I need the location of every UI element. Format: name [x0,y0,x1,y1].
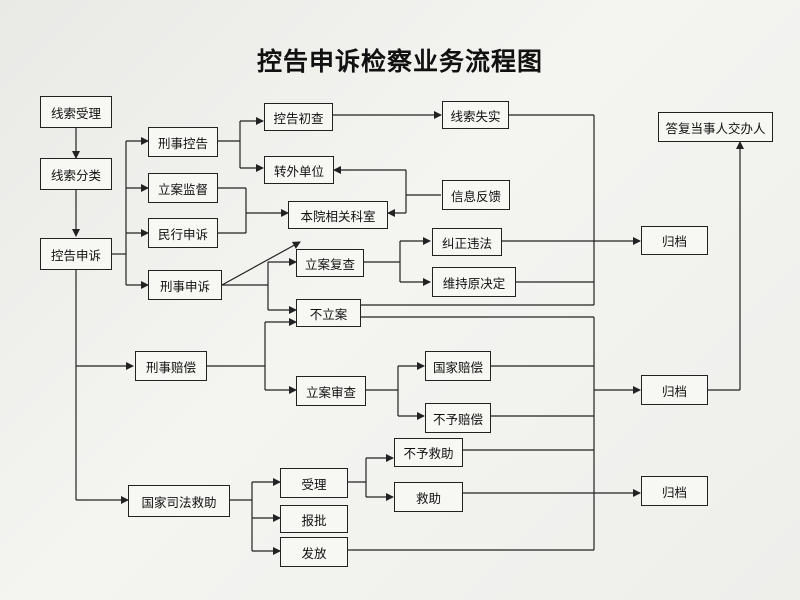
node-minxing-shensu: 民行申诉 [148,218,218,248]
node-konggao-shensu: 控告申诉 [40,238,112,270]
node-bu-lian: 不立案 [296,299,361,327]
node-xingshi-peichang: 刑事赔偿 [135,351,207,381]
page-title: 控告申诉检察业务流程图 [256,47,543,76]
node-buyu-jiuzhu: 不予救助 [394,438,463,467]
node-xiansuo-shishi: 线索失实 [442,101,509,129]
node-shouli: 受理 [280,468,348,498]
node-jiuzhu: 救助 [394,482,463,512]
node-baopi: 报批 [280,505,348,533]
node-konggao-chucha: 控告初查 [264,103,333,131]
node-guojia-sifa-jiuzhu: 国家司法救助 [128,485,230,517]
node-xingshi-shensu: 刑事申诉 [148,270,222,300]
node-weichi-yuan-jueding: 维持原决定 [432,267,516,297]
node-lian-shencha: 立案审查 [296,376,366,406]
node-buyu-peichang: 不予赔偿 [425,403,491,433]
node-lian-jiandu: 立案监督 [148,173,218,203]
node-jiuzheng-weifa: 纠正违法 [432,228,502,256]
node-lian-fucha: 立案复查 [296,249,364,277]
node-guidang-1: 归档 [641,226,708,255]
node-xinxi-fankui: 信息反馈 [442,180,510,210]
node-xiansuo-shouli: 线索受理 [40,96,112,128]
node-dafu-dangshiren: 答复当事人交办人 [658,112,773,142]
node-guojia-peichang: 国家赔偿 [425,351,491,381]
node-guidang-2: 归档 [641,375,708,405]
node-zhuanwai-danwei: 转外单位 [264,156,334,184]
node-xingshi-konggao: 刑事控告 [148,127,218,157]
node-fafang: 发放 [280,537,348,567]
node-guidang-3: 归档 [641,476,708,506]
node-xiansuo-fenlei: 线索分类 [40,158,112,190]
node-benyuan-keshi: 本院相关科室 [288,201,388,229]
